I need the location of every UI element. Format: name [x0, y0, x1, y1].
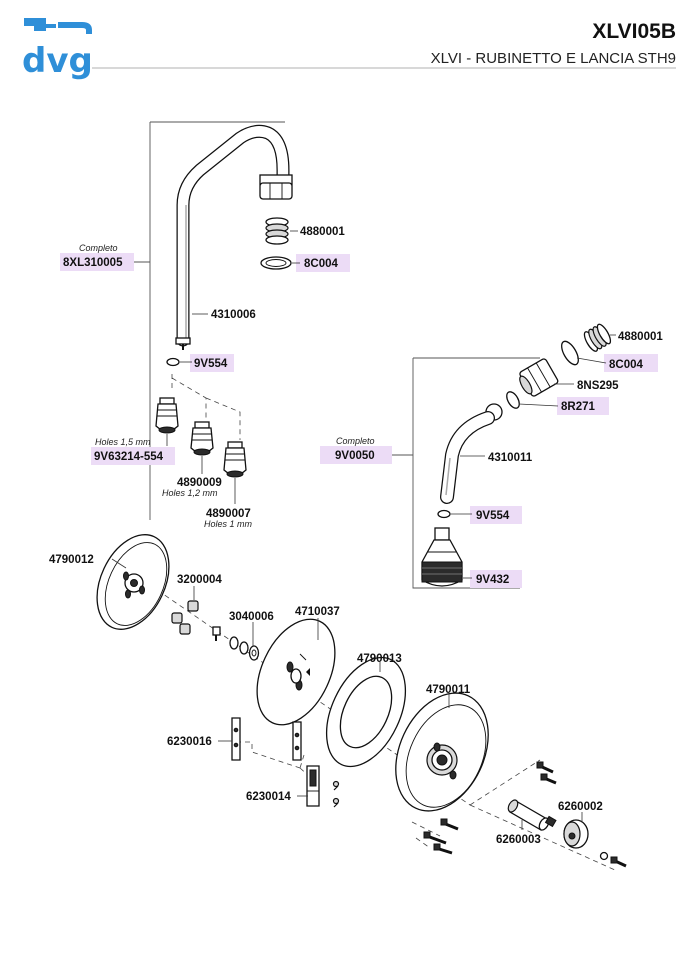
holes-15-note: Holes 1,5 mm	[95, 437, 151, 447]
logo-text: dvg	[22, 41, 93, 81]
knob-6260002	[563, 819, 627, 868]
label-4890009: 4890009	[177, 477, 222, 489]
label-8c004-a: 8C004	[304, 258, 338, 270]
holes-12-note: Holes 1,2 mm	[162, 488, 218, 498]
gasket-8c004-b	[561, 340, 579, 366]
completo-note-2: Completo	[336, 436, 375, 446]
kit-code-8xl310005: 8XL310005	[63, 257, 123, 269]
label-6260003: 6260003	[496, 834, 541, 846]
label-4310011: 4310011	[488, 452, 533, 464]
page-code: XLVI05B	[592, 20, 676, 43]
label-4790012: 4790012	[49, 554, 94, 566]
bracket-6230014	[306, 765, 340, 808]
label-4880001-b: 4880001	[618, 331, 663, 343]
nut-8ns295	[519, 358, 559, 397]
grub-screws-3200004	[171, 600, 199, 635]
nozzle-9v432	[421, 527, 463, 587]
nozzle-9v63214	[155, 397, 179, 434]
plate-4710037	[256, 618, 336, 726]
oring-9v554-a	[166, 357, 180, 367]
mounting-screws-right	[536, 761, 557, 785]
nozzle-4890007	[223, 441, 247, 478]
kit-code-9v0050: 9V0050	[335, 450, 375, 462]
assembly-axis	[149, 584, 616, 871]
label-9v432: 9V432	[476, 574, 509, 586]
label-3040006: 3040006	[229, 611, 274, 623]
label-8c004-b: 8C004	[609, 359, 643, 371]
label-3200004: 3200004	[177, 574, 222, 586]
kit-bracket-right	[392, 357, 540, 589]
nut-top-left	[259, 174, 293, 200]
gasket-8c004-a	[260, 256, 292, 270]
gasket-disc-4790013	[325, 656, 407, 768]
label-9v63214-554: 9V63214-554	[94, 451, 164, 463]
bracket-6230016	[231, 717, 302, 761]
lance-tube-4310011	[440, 403, 503, 504]
label-4310006: 4310006	[211, 309, 256, 321]
label-8r271: 8R271	[561, 401, 595, 413]
spacer-6260003	[507, 799, 557, 831]
nozzle-4890009	[190, 421, 214, 456]
mounting-screws-left	[411, 818, 459, 855]
spring-4880001-b	[583, 323, 612, 352]
label-6230014: 6230014	[246, 791, 291, 803]
spring-4880001-a	[265, 217, 289, 245]
label-4790011: 4790011	[426, 684, 471, 696]
label-4880001-a: 4880001	[300, 226, 345, 238]
label-6260002: 6260002	[558, 801, 603, 813]
label-4890007: 4890007	[206, 508, 251, 520]
label-8ns295: 8NS295	[577, 380, 619, 392]
holes-1-note: Holes 1 mm	[204, 519, 253, 529]
completo-note-1: Completo	[79, 243, 118, 253]
label-9v554-a: 9V554	[194, 358, 228, 370]
label-4790013: 4790013	[357, 653, 402, 665]
label-4710037: 4710037	[295, 606, 340, 618]
washers-3040006	[229, 636, 260, 661]
oring-9v554-b	[437, 509, 451, 519]
disc-4790012	[96, 534, 170, 630]
small-screw	[212, 626, 221, 641]
spout-tube-4310006	[175, 124, 290, 350]
disc-4790011	[395, 692, 489, 812]
logo: dvg	[22, 18, 93, 81]
nozzle-guides	[171, 374, 241, 440]
page-title: XLVI - RUBINETTO E LANCIA STH9	[431, 50, 676, 67]
label-9v554-b: 9V554	[476, 510, 510, 522]
label-6230016: 6230016	[167, 736, 212, 748]
oring-8r271	[506, 391, 520, 409]
